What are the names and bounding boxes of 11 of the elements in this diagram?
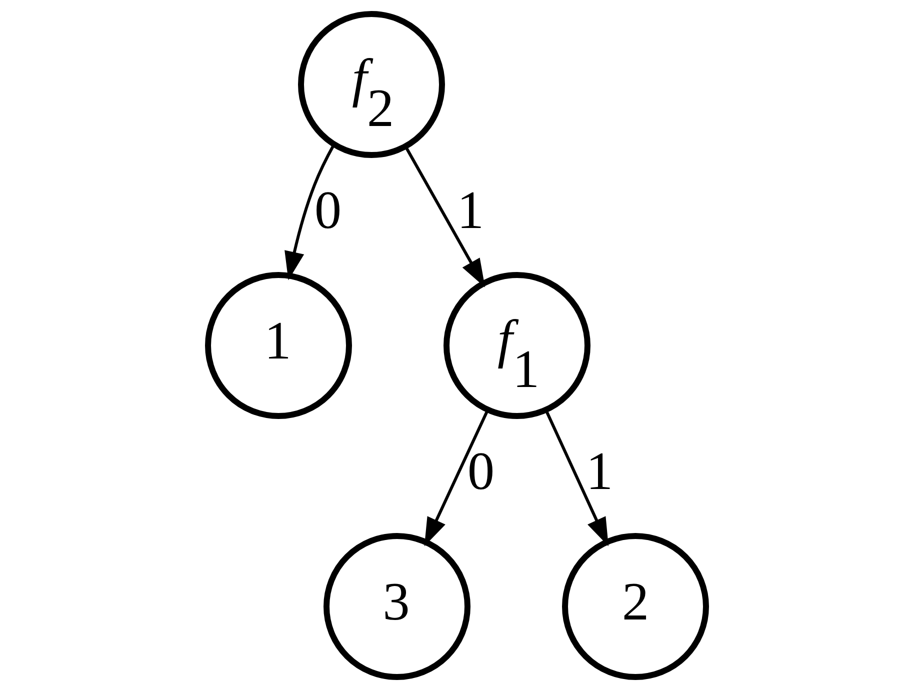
edge-label: 0 (314, 180, 341, 240)
arrow (404, 146, 485, 288)
edge-label: 0 (467, 441, 494, 502)
edge-label: 1 (456, 180, 484, 240)
arrow (424, 409, 488, 546)
node-circle: 1 (204, 272, 352, 419)
node-circle: 2 (562, 533, 708, 680)
edge-label: 1 (586, 441, 612, 502)
arrow (544, 410, 608, 546)
arrow (284, 144, 335, 280)
node-circle: 3 (323, 533, 470, 680)
